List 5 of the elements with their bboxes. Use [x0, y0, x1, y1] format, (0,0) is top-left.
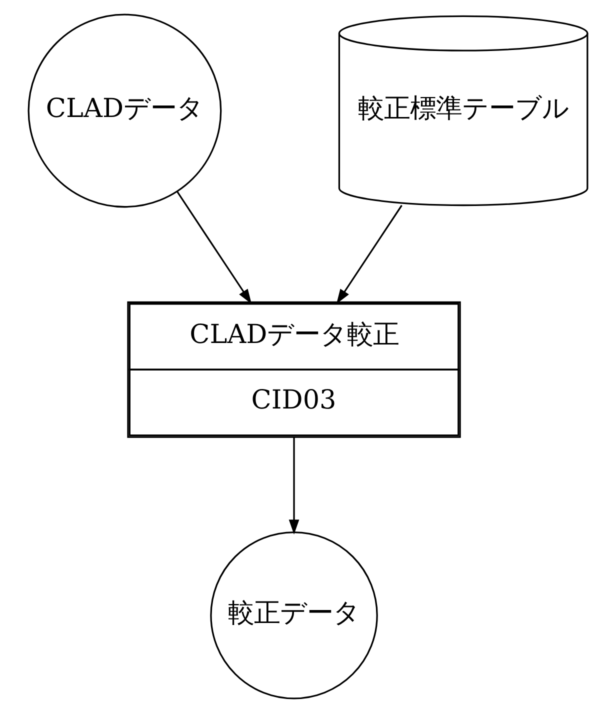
arrow: [288, 438, 300, 534]
node-circle: 較正データ: [210, 532, 378, 700]
node-circle: CLADデータ: [28, 14, 222, 208]
arrow: [176, 191, 252, 304]
arrow: [336, 204, 402, 304]
